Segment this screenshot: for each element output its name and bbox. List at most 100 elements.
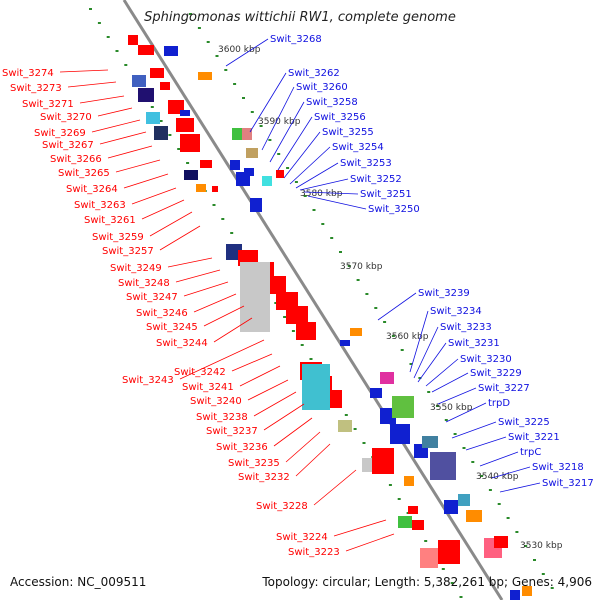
leader-line: [417, 342, 447, 383]
gene-label-left: Swit_3267: [42, 140, 94, 151]
gene-label-left: Swit_3223: [288, 547, 340, 558]
tick-mark: [427, 391, 431, 393]
leader-line: [193, 293, 237, 313]
leader-line: [283, 131, 321, 179]
tick-mark: [233, 83, 237, 85]
gene-feature: [236, 172, 250, 186]
gene-label-left: Swit_3247: [126, 292, 178, 303]
tick-mark: [506, 517, 510, 519]
tick-mark: [159, 120, 163, 122]
gene-label-left: Swit_3224: [276, 532, 328, 543]
tick-mark: [533, 559, 536, 561]
tick-mark: [115, 50, 119, 52]
gene-feature: [422, 436, 438, 448]
gene-feature: [138, 88, 154, 102]
leader-line: [91, 119, 141, 133]
gene-feature: [232, 128, 244, 140]
gene-label-left: Swit_3237: [206, 426, 258, 437]
tick-mark: [309, 358, 313, 360]
gene-label-left: Swit_3274: [2, 68, 54, 79]
gene-label-left: Swit_3266: [50, 154, 102, 165]
gene-label-left: Swit_3265: [58, 168, 110, 179]
gene-feature: [212, 186, 218, 192]
gene-label-left: Swit_3235: [228, 458, 280, 469]
leader-line: [231, 353, 273, 372]
tick-mark: [230, 232, 234, 234]
gene-feature: [146, 112, 160, 124]
gene-features: [128, 35, 532, 600]
leader-line: [437, 387, 477, 405]
leader-line: [167, 257, 213, 268]
tick-mark: [330, 237, 334, 239]
leader-line: [141, 199, 185, 220]
tick-mark: [286, 167, 290, 169]
leader-line: [239, 365, 281, 387]
gene-feature: [196, 184, 206, 192]
leader-line: [451, 421, 497, 439]
tick-mark: [344, 414, 348, 416]
gene-label-right: Swit_3260: [296, 82, 348, 93]
leader-line: [295, 443, 331, 477]
leader-line: [247, 379, 289, 401]
gene-feature: [380, 372, 394, 384]
leader-line: [249, 72, 287, 133]
gene-label-left: Swit_3264: [66, 184, 118, 195]
tick-mark: [550, 587, 554, 589]
genome-summary-text: Topology: circular; Length: 5,382,261 bp…: [262, 575, 592, 589]
gene-feature: [184, 170, 198, 180]
gene-label-right: Swit_3231: [448, 338, 500, 349]
tick-mark: [541, 573, 545, 575]
tick-mark: [177, 148, 181, 150]
scale-label: 3580 kbp: [300, 189, 343, 199]
gene-label-right: Swit_3258: [306, 97, 358, 108]
tick-mark: [321, 223, 325, 225]
gene-label-left: Swit_3259: [92, 232, 144, 243]
left-gene-labels: Swit_3274Swit_3273Swit_3271Swit_3270Swit…: [2, 68, 395, 558]
leader-line: [79, 95, 125, 104]
gene-feature: [338, 420, 352, 432]
leader-line: [299, 178, 349, 191]
tick-mark: [453, 433, 457, 435]
tick-mark: [206, 41, 210, 43]
gene-label-right: Swit_3253: [340, 158, 392, 169]
backbone: [122, 0, 504, 600]
leader-line: [307, 195, 367, 210]
gene-feature: [522, 586, 532, 596]
tick-mark: [391, 335, 395, 337]
gene-label-right: Swit_3254: [332, 142, 384, 153]
leader-line: [277, 116, 313, 171]
gene-feature: [420, 548, 438, 568]
gene-feature: [240, 262, 270, 332]
gene-feature: [370, 388, 382, 398]
tick-mark: [303, 195, 307, 197]
gene-feature: [262, 176, 272, 186]
leader-line: [313, 469, 357, 506]
tick-mark: [294, 181, 298, 183]
leader-line: [261, 86, 295, 151]
leader-line: [67, 81, 117, 88]
gene-label-right: Swit_3229: [470, 368, 522, 379]
gene-feature: [404, 476, 414, 486]
gene-label-left: Swit_3246: [136, 308, 188, 319]
tick-mark: [388, 484, 392, 486]
gene-feature: [296, 322, 316, 340]
tick-mark: [221, 218, 225, 220]
gene-label-left: Swit_3228: [256, 501, 308, 512]
gene-feature: [408, 506, 418, 514]
leader-line: [149, 211, 193, 237]
gene-feature: [398, 516, 412, 528]
leader-line: [445, 402, 487, 423]
tick-mark: [283, 316, 287, 318]
gene-feature: [430, 452, 456, 480]
tick-mark: [312, 209, 316, 211]
gene-label-left: Swit_3245: [146, 322, 198, 333]
gene-label-right: Swit_3225: [498, 417, 550, 428]
tick-mark: [436, 405, 439, 407]
gene-label-right: Swit_3256: [314, 112, 366, 123]
tick-mark: [186, 162, 190, 164]
gene-label-right: Swit_3251: [360, 189, 412, 200]
tick-mark: [441, 568, 445, 570]
scale-label: 3600 kbp: [218, 45, 261, 55]
leader-line: [97, 107, 133, 117]
